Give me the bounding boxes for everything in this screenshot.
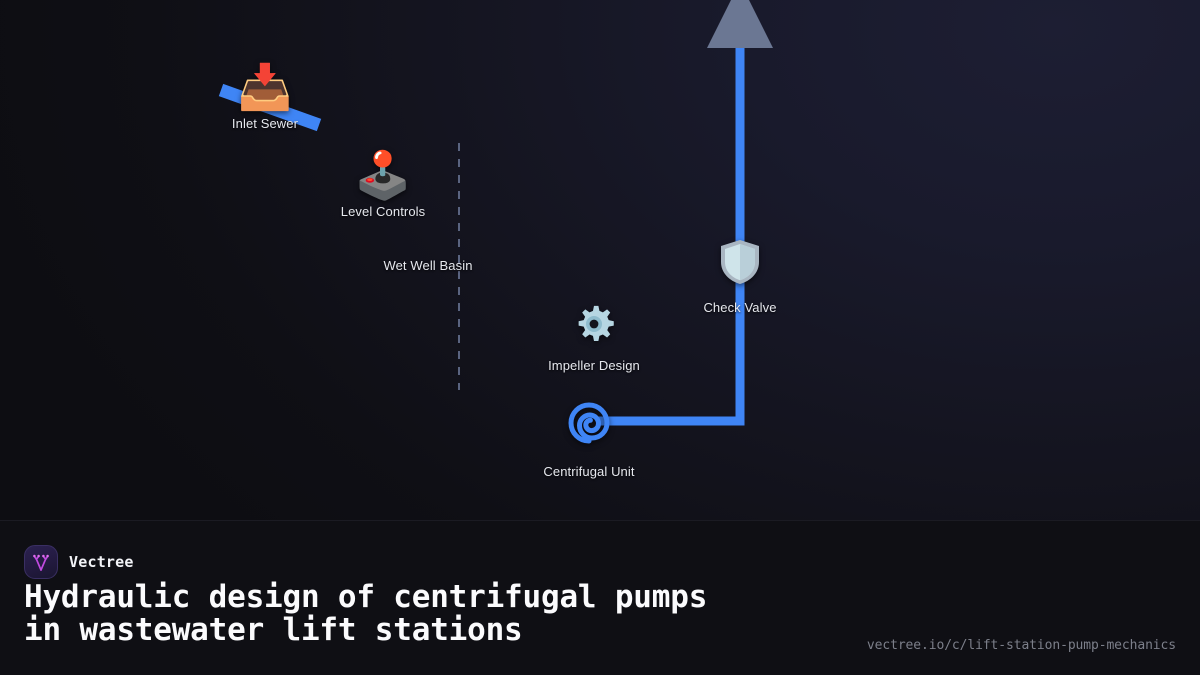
- inlet-pipe: [218, 83, 322, 132]
- shield-icon: [718, 238, 762, 294]
- joystick-icon: 🕹️: [354, 149, 412, 201]
- node-label: Wet Well Basin: [383, 258, 473, 273]
- source-url: vectree.io/c/lift-station-pump-mechanics: [866, 638, 1176, 653]
- brand-name: Vectree: [69, 553, 134, 571]
- node-wet-well-basin[interactable]: Wet Well Basin: [343, 252, 513, 273]
- brand: Vectree: [24, 545, 134, 579]
- node-level-controls[interactable]: 🕹️ Level Controls: [298, 152, 468, 219]
- node-check-valve[interactable]: Check Valve: [655, 238, 825, 315]
- pipe-network: [218, 0, 745, 426]
- node-label: Impeller Design: [548, 358, 640, 373]
- node-impeller-design[interactable]: Impeller Design: [509, 303, 679, 373]
- discharge-pipe: [596, 0, 745, 426]
- node-centrifugal-unit[interactable]: Centrifugal Unit: [504, 397, 674, 479]
- gear-icon: [573, 303, 615, 352]
- footer-bar: Vectree Hydraulic design of centrifugal …: [0, 520, 1200, 675]
- node-label: Level Controls: [340, 204, 426, 219]
- vectree-tree-icon: [24, 545, 58, 579]
- page-title: Hydraulic design of centrifugal pumps in…: [24, 579, 708, 648]
- cyclone-icon: [563, 397, 615, 458]
- node-label: Centrifugal Unit: [543, 464, 635, 479]
- node-inlet-sewer[interactable]: 📥 Inlet Sewer: [180, 63, 350, 132]
- node-label: Inlet Sewer: [231, 116, 299, 131]
- diagram-canvas: 📥 Inlet Sewer 🕹️ Level Controls Wet Well…: [180, 0, 825, 479]
- node-label: Check Valve: [703, 300, 777, 315]
- inbox-tray-icon: 📥: [237, 63, 293, 112]
